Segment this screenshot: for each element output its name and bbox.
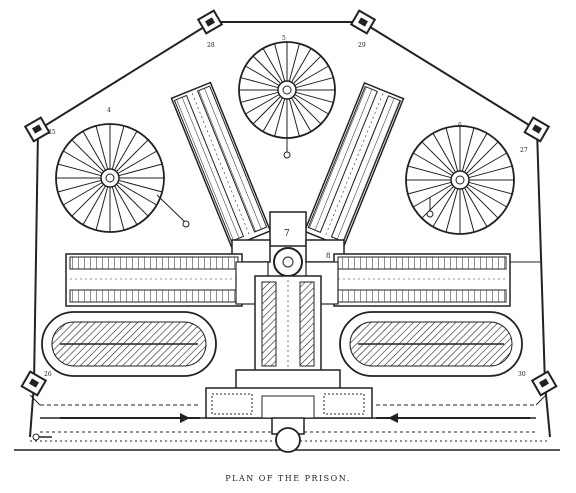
approach-road-right [376, 394, 547, 423]
yard-left-post [182, 220, 190, 228]
tower-number-bottom-left: 26 [44, 371, 52, 378]
radial-exercise-yard-left [55, 123, 165, 233]
cell-wing-right [305, 253, 540, 307]
cell-wing-upper-right [303, 81, 405, 249]
cell-wing-upper-left [170, 81, 272, 248]
oval-exercise-court-left [41, 311, 217, 377]
watch-tower-right [523, 116, 551, 143]
tower-number-left: 25 [48, 129, 56, 136]
watch-tower-bottom-left [20, 370, 48, 397]
tower-number-bottom-right: 30 [518, 371, 526, 378]
yard-number-top: 5 [282, 35, 286, 42]
approach-road-left [29, 394, 200, 423]
watch-tower-left [23, 116, 51, 143]
tower-number-right: 27 [520, 147, 528, 154]
watch-tower-top-right [349, 9, 377, 35]
entrance-gate-circle [275, 427, 301, 453]
plan-caption: PLAN OF THE PRISON. [225, 474, 351, 483]
tower-number-top-left: 28 [207, 42, 215, 49]
room-number-8: 8 [326, 252, 330, 260]
tower-number-top-right: 29 [358, 42, 366, 49]
yard-right-post [426, 210, 434, 218]
watch-tower-top-left [196, 9, 224, 35]
cell-wing-left [65, 253, 269, 307]
yard-top-post [283, 151, 291, 159]
hub-room-7 [269, 211, 307, 247]
yard-number-left: 4 [107, 107, 111, 114]
front-gate-post-left [32, 433, 40, 441]
room-number-7: 7 [284, 229, 290, 239]
oval-exercise-court-right [339, 311, 523, 377]
entrance-block [205, 369, 373, 435]
watch-tower-bottom-right [530, 370, 558, 397]
yard-number-right: 6 [458, 122, 462, 129]
radial-exercise-yard-right [405, 125, 515, 235]
cell-wing-south [254, 275, 322, 373]
central-hub [273, 247, 303, 277]
central-hub-core [282, 256, 294, 268]
yard-left-tether [156, 194, 186, 223]
